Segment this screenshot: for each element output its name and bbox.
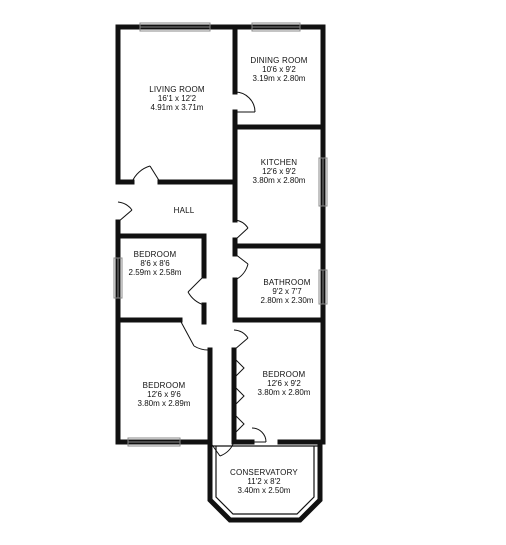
kitchen-imperial: 12'6 x 9'2 bbox=[262, 167, 296, 176]
conservatory-imperial: 11'2 x 8'2 bbox=[247, 477, 281, 486]
dining-room-imperial: 10'6 x 9'2 bbox=[262, 65, 296, 74]
living-room-name: LIVING ROOM bbox=[149, 85, 205, 94]
hall-name: HALL bbox=[174, 206, 195, 215]
bathroom-metric: 2.80m x 2.30m bbox=[261, 296, 314, 305]
bedroom-small-name: BEDROOM bbox=[134, 250, 177, 259]
dining-room-metric: 3.19m x 2.80m bbox=[253, 74, 306, 83]
interior-walls bbox=[115, 24, 326, 445]
bedroom-right-metric: 3.80m x 2.80m bbox=[258, 388, 311, 397]
room-label-bedroom-right: BEDROOM 12'6 x 9'2 3.80m x 2.80m bbox=[258, 370, 311, 397]
bedroom-small-imperial: 8'6 x 8'6 bbox=[140, 259, 170, 268]
bedroom-left-name: BEDROOM bbox=[143, 381, 186, 390]
conservatory-name: CONSERVATORY bbox=[230, 468, 298, 477]
bedroom-right-imperial: 12'6 x 9'2 bbox=[267, 379, 301, 388]
doors bbox=[117, 91, 267, 457]
windows bbox=[113, 22, 328, 447]
living-room-metric: 4.91m x 3.71m bbox=[151, 103, 204, 112]
kitchen-name: KITCHEN bbox=[261, 158, 298, 167]
dining-room-name: DINING ROOM bbox=[250, 56, 307, 65]
bathroom-name: BATHROOM bbox=[263, 278, 310, 287]
bedroom-small-metric: 2.59m x 2.58m bbox=[129, 268, 182, 277]
room-label-living: LIVING ROOM 16'1 x 12'2 4.91m x 3.71m bbox=[149, 85, 205, 112]
bedroom-right-name: BEDROOM bbox=[263, 370, 306, 379]
kitchen-metric: 3.80m x 2.80m bbox=[253, 176, 306, 185]
bedroom-left-imperial: 12'6 x 9'6 bbox=[147, 390, 181, 399]
room-label-dining: DINING ROOM 10'6 x 9'2 3.19m x 2.80m bbox=[250, 56, 307, 83]
bathroom-imperial: 9'2 x 7'7 bbox=[272, 287, 302, 296]
room-label-kitchen: KITCHEN 12'6 x 9'2 3.80m x 2.80m bbox=[253, 158, 306, 185]
room-label-conservatory: CONSERVATORY 11'2 x 8'2 3.40m x 2.50m bbox=[230, 468, 298, 495]
conservatory-outline bbox=[207, 443, 323, 523]
room-label-bathroom: BATHROOM 9'2 x 7'7 2.80m x 2.30m bbox=[261, 278, 314, 305]
living-room-imperial: 16'1 x 12'2 bbox=[158, 94, 197, 103]
room-label-hall: HALL bbox=[174, 206, 195, 215]
room-label-bedroom-small: BEDROOM 8'6 x 8'6 2.59m x 2.58m bbox=[129, 250, 182, 277]
bedroom-left-metric: 3.80m x 2.89m bbox=[138, 399, 191, 408]
conservatory-metric: 3.40m x 2.50m bbox=[238, 486, 291, 495]
room-label-bedroom-left: BEDROOM 12'6 x 9'6 3.80m x 2.89m bbox=[138, 381, 191, 408]
